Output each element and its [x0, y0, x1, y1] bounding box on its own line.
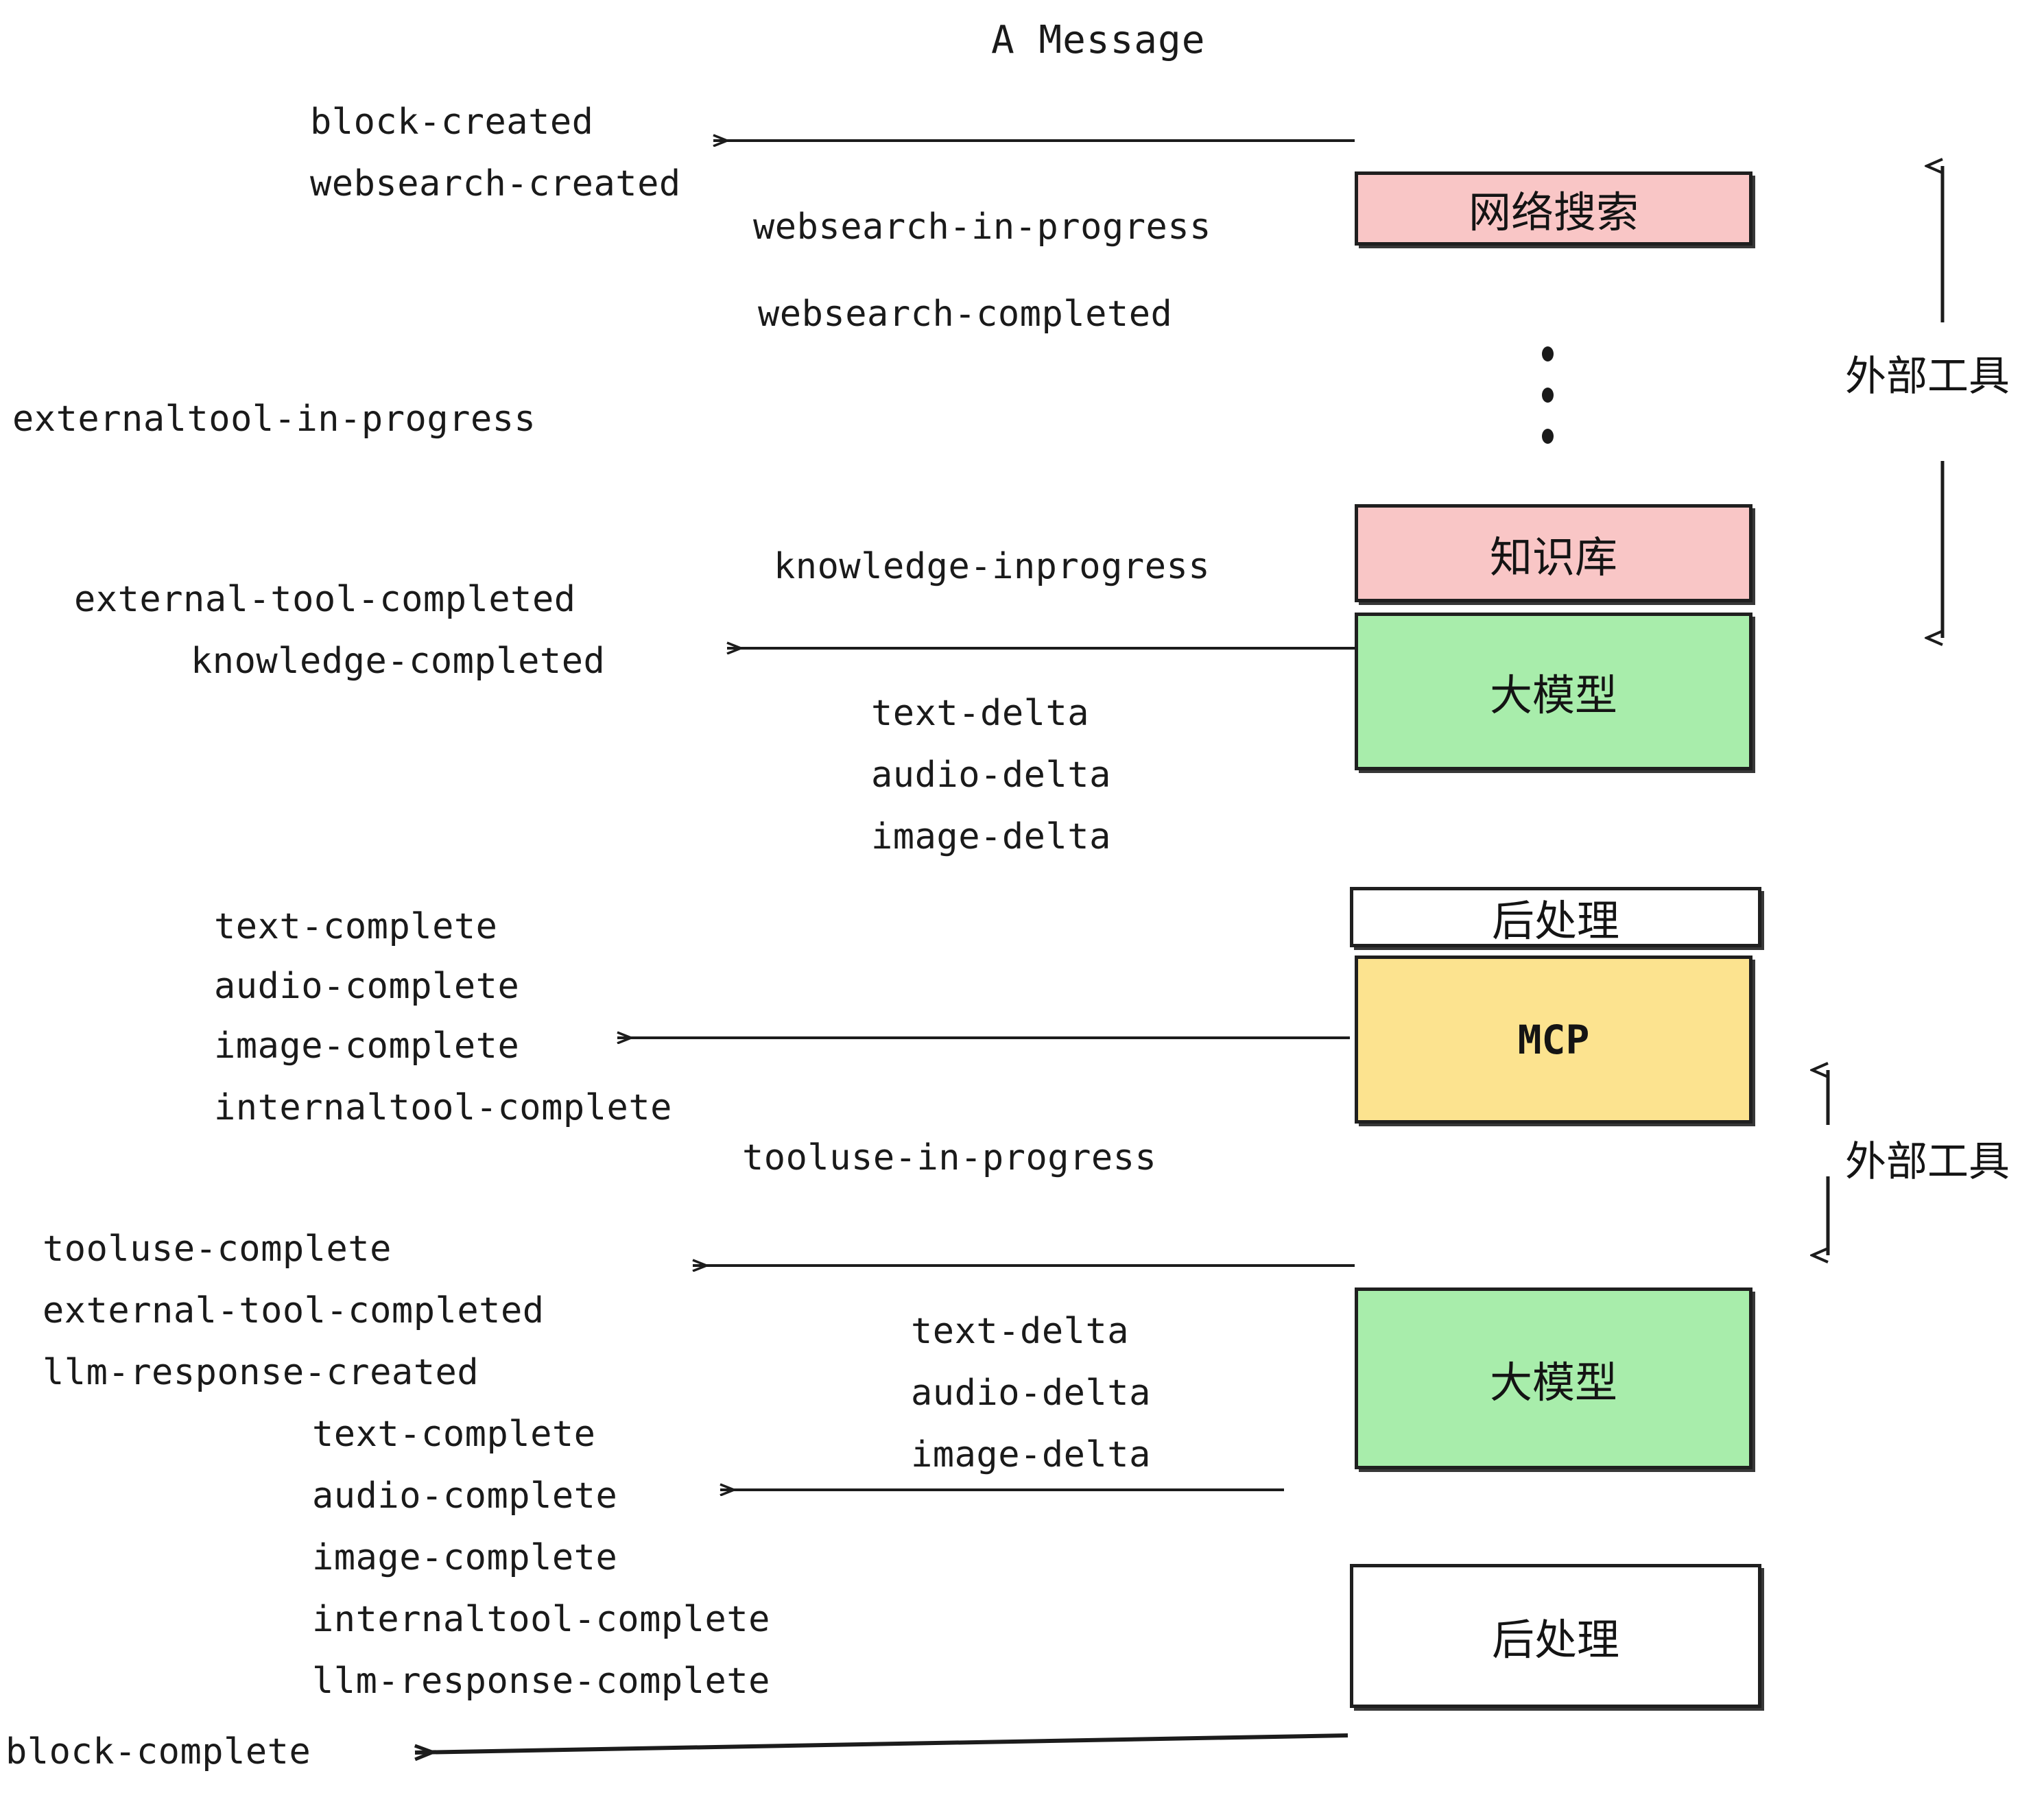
event-llm-response-created: llm-response-created — [43, 1352, 479, 1393]
event-knowledge-completed: knowledge-completed — [191, 641, 606, 682]
ellipsis-dot — [1542, 388, 1554, 403]
node-llm-first[interactable]: 大模型 — [1355, 613, 1752, 770]
node-postprocess-second-label: 后处理 — [1491, 1615, 1619, 1665]
node-mcp[interactable]: MCP — [1355, 956, 1752, 1124]
event-audio-delta-second: audio-delta — [911, 1373, 1151, 1414]
page-title: A Message — [991, 18, 1206, 62]
event-image-complete-first: image-complete — [214, 1025, 520, 1067]
event-audio-complete-second: audio-complete — [312, 1475, 618, 1517]
event-text-complete-second: text-complete — [312, 1414, 596, 1455]
vertical-ellipsis — [1542, 346, 1554, 444]
event-text-delta-second: text-delta — [911, 1311, 1130, 1352]
arrow-postprocess-to-block-complete — [415, 1733, 1348, 1753]
node-websearch-label: 网络搜索 — [1468, 187, 1639, 237]
event-block-complete: block-complete — [5, 1731, 311, 1772]
event-websearch-completed: websearch-completed — [758, 294, 1173, 335]
event-text-complete-first: text-complete — [214, 906, 498, 947]
node-mcp-label: MCP — [1517, 1016, 1590, 1063]
event-llm-response-complete: llm-response-complete — [312, 1661, 770, 1702]
event-external-tool-completed-first: external-tool-completed — [74, 579, 576, 620]
event-internaltool-complete-first: internaltool-complete — [214, 1087, 672, 1128]
event-externaltool-in-progress: externaltool-in-progress — [12, 399, 536, 440]
event-image-delta-second: image-delta — [911, 1434, 1151, 1475]
event-websearch-created: websearch-created — [310, 163, 681, 204]
node-knowledge[interactable]: 知识库 — [1355, 504, 1752, 602]
event-knowledge-inprogress: knowledge-inprogress — [774, 546, 1211, 587]
event-websearch-in-progress: websearch-in-progress — [753, 206, 1211, 248]
side-label-external-tools-top: 外部工具 — [1845, 353, 2010, 401]
side-label-external-tools-bottom: 外部工具 — [1845, 1138, 2010, 1186]
node-postprocess-first[interactable]: 后处理 — [1350, 887, 1761, 947]
node-postprocess-second[interactable]: 后处理 — [1350, 1564, 1761, 1708]
event-audio-complete-first: audio-complete — [214, 966, 520, 1007]
event-block-created: block-created — [310, 102, 594, 143]
event-tooluse-in-progress: tooluse-in-progress — [742, 1137, 1157, 1178]
node-knowledge-label: 知识库 — [1489, 532, 1617, 582]
event-internaltool-complete-second: internaltool-complete — [312, 1599, 770, 1640]
event-tooluse-complete: tooluse-complete — [43, 1229, 392, 1270]
event-text-delta-first: text-delta — [871, 693, 1090, 734]
ellipsis-dot — [1542, 429, 1554, 444]
event-external-tool-completed-second: external-tool-completed — [43, 1290, 545, 1331]
node-websearch[interactable]: 网络搜索 — [1355, 171, 1752, 246]
event-image-delta-first: image-delta — [871, 816, 1111, 857]
node-llm-second[interactable]: 大模型 — [1355, 1287, 1752, 1469]
event-image-complete-second: image-complete — [312, 1537, 618, 1578]
node-llm-first-label: 大模型 — [1489, 670, 1617, 720]
node-postprocess-first-label: 后处理 — [1491, 896, 1619, 946]
ellipsis-dot — [1542, 346, 1554, 361]
node-llm-second-label: 大模型 — [1489, 1357, 1617, 1408]
event-audio-delta-first: audio-delta — [871, 755, 1111, 796]
